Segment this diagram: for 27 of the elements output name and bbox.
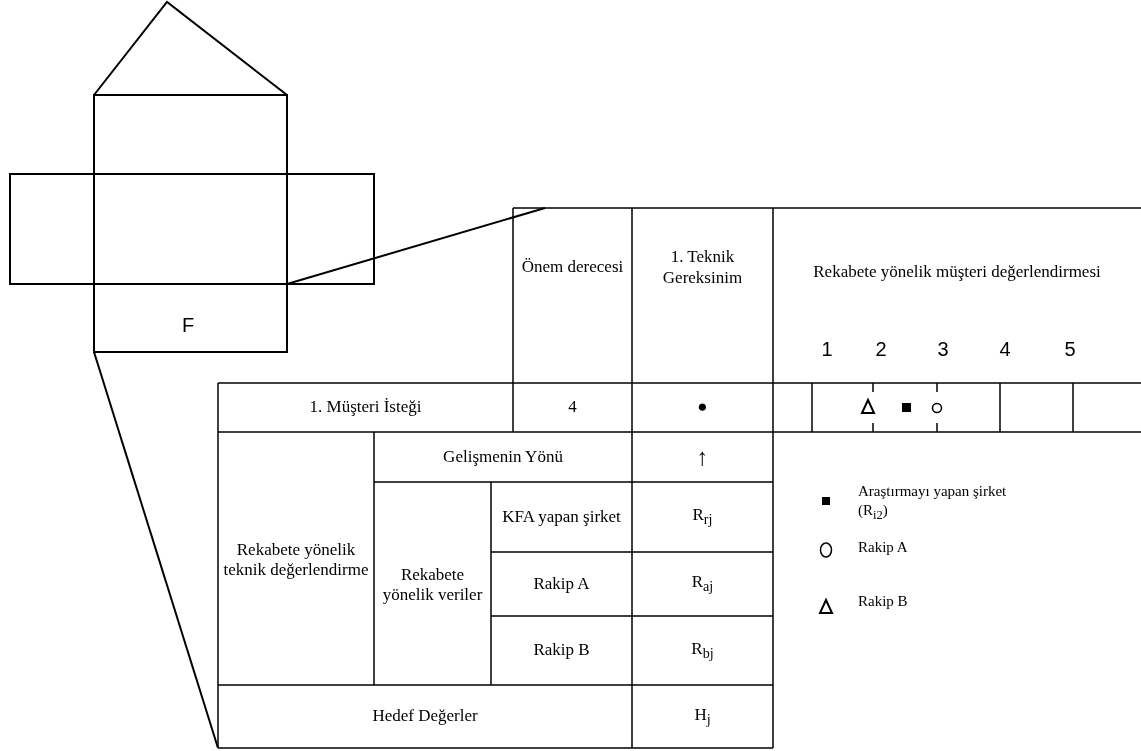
section-letter: F: [181, 313, 195, 337]
value-text: R$_{rj}$: [692, 505, 713, 529]
scale-number: 3: [937, 337, 949, 361]
scale-number: 4: [999, 337, 1011, 361]
row-header: Rakip B: [533, 640, 590, 661]
scale-number: 5: [1064, 337, 1076, 361]
row-header: Hedef Değerler: [372, 706, 478, 727]
row-header: KFA yapan şirket: [502, 506, 621, 528]
legend-text: Araştırmayı yapan şirket (R$_{i2}$): [858, 482, 1008, 524]
row-header: 1. Müşteri İsteği: [309, 397, 422, 418]
row-header: Rekabete yönelik veriler: [381, 564, 484, 606]
column-header: Rekabete yönelik müşteri değerlendirmesi: [813, 262, 1101, 283]
row-header: Rekabete yönelik teknik değerlendirme: [222, 539, 370, 581]
scale-number: 2: [875, 337, 887, 361]
legend-text: Rakip A: [858, 538, 909, 557]
value-text: R$_{aj}$: [691, 572, 714, 596]
row-header: Gelişmenin Yönü: [443, 446, 563, 468]
column-header: Önem derecesi: [521, 257, 624, 278]
scale-number: 1: [821, 337, 833, 361]
legend-text: Rakip B: [858, 592, 909, 611]
direction-arrow: ↑: [696, 442, 709, 472]
row-header: Rakip A: [533, 573, 590, 595]
value-text: R$_{bj}$: [691, 638, 714, 663]
dot-symbol: ●: [697, 397, 708, 418]
column-header: 1. Teknik Gereksinim: [661, 247, 744, 288]
value-text: 4: [568, 397, 577, 418]
value-text: H$_{j}$: [694, 704, 711, 729]
